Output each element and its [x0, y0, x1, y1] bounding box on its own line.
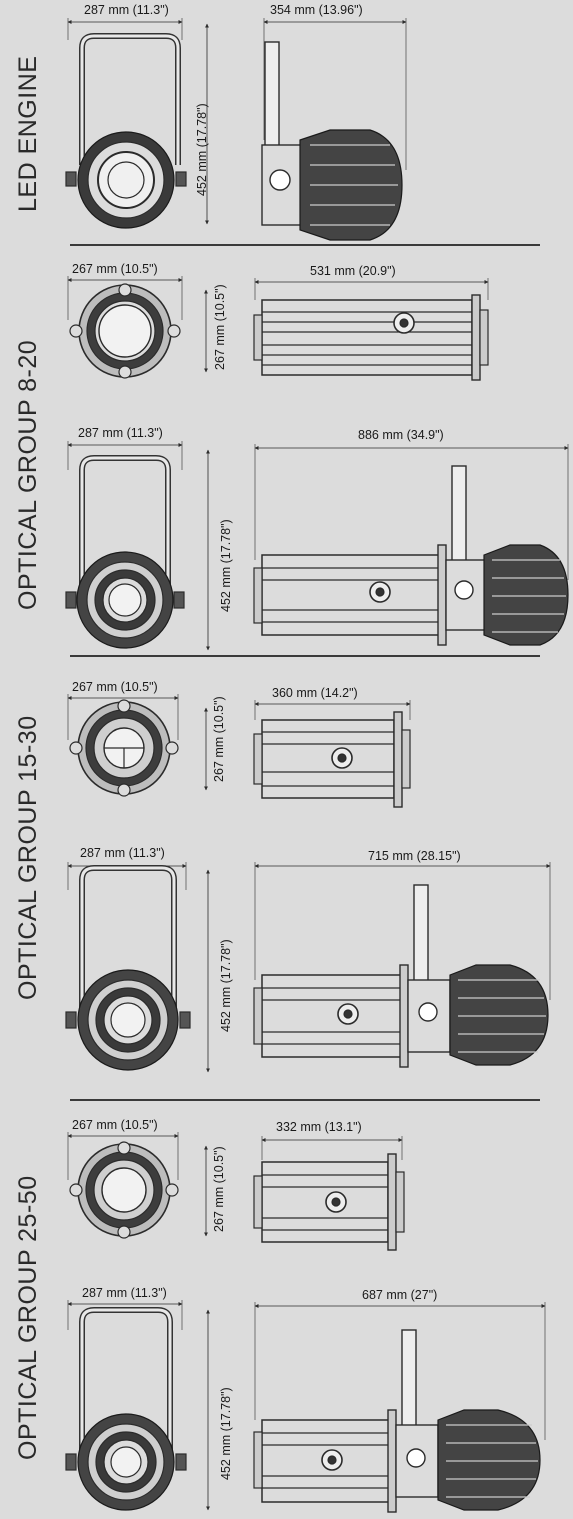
- dim-15-30-assembly-width: 287 mm (11.3"): [80, 846, 165, 860]
- og-8-20-assembly-front-view: [65, 441, 210, 651]
- separator-2: [70, 655, 540, 657]
- dim-15-30-assembly-length: 715 mm (28.15"): [368, 849, 461, 863]
- dim-25-50-lens-length: 332 mm (13.1"): [276, 1120, 362, 1134]
- dim-25-50-lens-width: 267 mm (10.5"): [72, 1118, 158, 1132]
- led-engine-side-view: [261, 18, 407, 241]
- og-25-50-assembly-front-view: [65, 1300, 210, 1511]
- dim-8-20-lens-length: 531 mm (20.9"): [310, 264, 396, 278]
- dim-25-50-assembly-width: 287 mm (11.3"): [82, 1286, 167, 1300]
- dim-8-20-assembly-length: 886 mm (34.9"): [358, 428, 444, 442]
- dim-led-side-length: 354 mm (13.96"): [270, 3, 363, 17]
- og-25-50-assembly-side-view: [253, 1302, 546, 1513]
- og-15-30-lens-side-view: [253, 700, 411, 808]
- dim-15-30-lens-width: 267 mm (10.5"): [72, 680, 158, 694]
- separator-3: [70, 1099, 540, 1101]
- dim-15-30-lens-length: 360 mm (14.2"): [272, 686, 358, 700]
- dim-25-50-assembly-length: 687 mm (27"): [362, 1288, 438, 1302]
- og-25-50-lens-side-view: [253, 1136, 405, 1251]
- og-8-20-lens-front-view: [67, 276, 208, 379]
- og-15-30-assembly-front-view: [65, 862, 210, 1073]
- led-engine-front-view: [65, 18, 209, 229]
- og-15-30-lens-front-view: [67, 694, 208, 797]
- og-8-20-assembly-side-view: [253, 444, 569, 646]
- og-8-20-lens-side-view: [253, 278, 489, 381]
- separator-1: [70, 244, 540, 246]
- dim-8-20-lens-width: 267 mm (10.5"): [72, 262, 158, 276]
- og-25-50-lens-front-view: [67, 1132, 208, 1239]
- og-15-30-assembly-side-view: [253, 862, 551, 1068]
- dim-8-20-assembly-width: 287 mm (11.3"): [78, 426, 163, 440]
- dim-led-front-width: 287 mm (11.3"): [84, 3, 169, 17]
